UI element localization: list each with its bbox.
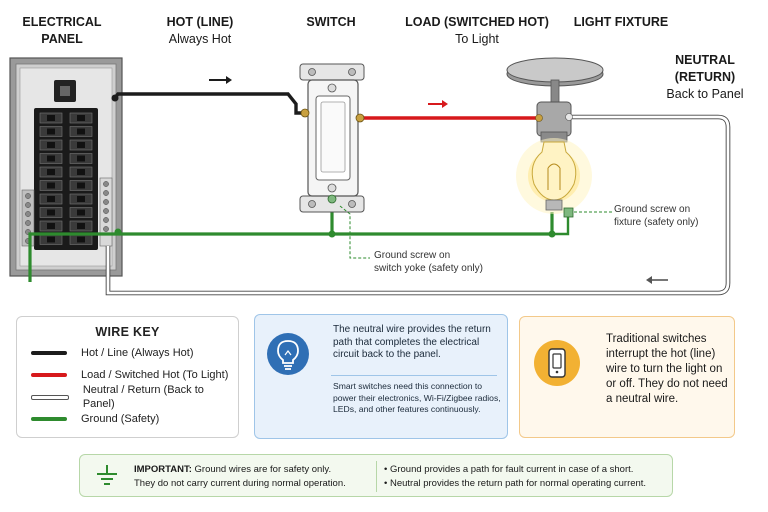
important-label: IMPORTANT:: [134, 464, 192, 475]
wire-key-label-neutral: Neutral / Return (Back to Panel): [82, 384, 204, 410]
wire-key-label-ground: Ground (Safety): [81, 413, 160, 425]
hot-header-title: HOT (LINE): [166, 15, 234, 29]
traditional-switch-text: Traditional switches interrupt the hot (…: [606, 333, 728, 405]
neutral-header: NEUTRAL (RETURN) Back to Panel: [644, 52, 766, 103]
important-line2: They do not carry current during normal …: [134, 477, 346, 489]
fixture-header: LIGHT FIXTURE: [566, 14, 676, 31]
switch-ground-callout: Ground screw on switch yoke (safety only…: [374, 249, 483, 275]
wire-key-item-neutral: Neutral / Return (Back to Panel): [31, 384, 238, 410]
wire-key-label-hot: Hot / Line (Always Hot): [81, 347, 194, 359]
switch-ground-screw: [327, 194, 337, 204]
fixture-ground-callout-line1: Ground screw on: [614, 204, 691, 215]
load-header: LOAD (SWITCHED HOT) To Light: [402, 14, 552, 48]
light-switch: [299, 63, 365, 213]
smart-switch-icon: [534, 340, 580, 386]
important-line1: Ground wires are for safety only.: [191, 464, 332, 475]
neutral-info-divider: [331, 375, 497, 376]
load-direction-arrow: [428, 100, 448, 108]
wire-key-item-hot: Hot / Line (Always Hot): [31, 346, 193, 360]
panel-header: ELECTRICAL PANEL: [14, 14, 110, 48]
ground-symbol-icon: [97, 465, 117, 485]
ground-swatch: [31, 417, 67, 421]
important-note: IMPORTANT: Ground wires are for safety o…: [79, 454, 673, 497]
wire-key-title: WIRE KEY: [95, 325, 160, 339]
important-bullet-1-text: Ground provides a path for fault current…: [389, 464, 634, 475]
switch-line-terminal: [300, 108, 310, 118]
hot-header: HOT (LINE) Always Hot: [150, 14, 250, 48]
fixture-header-title: LIGHT FIXTURE: [573, 15, 669, 29]
neutral-swatch: [31, 394, 69, 400]
load-header-title: LOAD (SWITCHED HOT): [405, 15, 549, 29]
panel-header-line2: PANEL: [41, 32, 83, 46]
important-bullet-2-text: Neutral provides the return path for nor…: [389, 477, 647, 489]
hot-wire: [111, 92, 306, 115]
important-bullets: • Ground provides a path for fault curre…: [384, 463, 672, 490]
fixture-ground-callout-line2: fixture (safety only): [614, 217, 699, 228]
wire-key-item-ground: Ground (Safety): [31, 412, 159, 426]
load-header-sub: To Light: [455, 32, 499, 46]
hot-header-sub: Always Hot: [168, 32, 232, 46]
ground-wire: [28, 212, 554, 282]
wire-key-item-load: Load / Switched Hot (To Light): [31, 368, 228, 382]
ground-bar: [21, 189, 35, 247]
neutral-info-secondary: Smart switches need this connection to p…: [333, 381, 501, 414]
light-fixture: [506, 57, 604, 143]
neutral-info-main: The neutral wire provides the return pat…: [333, 324, 491, 360]
lightbulb-icon: [267, 333, 309, 375]
neutral-direction-arrow: [646, 276, 668, 284]
neutral-header-title: NEUTRAL (RETURN): [674, 53, 736, 84]
neutral-info-panel: The neutral wire provides the return pat…: [254, 314, 508, 439]
switch-header-title: SWITCH: [306, 15, 356, 29]
switch-top-screw: [327, 83, 337, 93]
important-divider: [376, 461, 377, 492]
switch-ground-callout-line2: switch yoke (safety only): [374, 263, 483, 274]
load-swatch: [31, 373, 67, 377]
hot-swatch: [31, 351, 67, 355]
panel-header-line1: ELECTRICAL: [22, 15, 102, 29]
traditional-switch-panel: Traditional switches interrupt the hot (…: [519, 316, 735, 438]
fixture-ground-screw: [563, 207, 574, 218]
important-bullet-2: • Neutral provides the return path for n…: [384, 477, 647, 489]
important-bullet-1: • Ground provides a path for fault curre…: [384, 464, 634, 475]
wire-key-panel: WIRE KEY Hot / Line (Always Hot) Load / …: [16, 316, 239, 438]
switch-header: SWITCH: [296, 14, 366, 31]
switch-ground-callout-line: [339, 205, 370, 259]
important-left-text: IMPORTANT: Ground wires are for safety o…: [134, 463, 374, 490]
wiring-diagram: [9, 57, 731, 296]
electrical-panel: [9, 57, 123, 277]
fixture-ground-callout: Ground screw on fixture (safety only): [614, 203, 698, 229]
switch-load-terminal: [355, 113, 365, 123]
neutral-header-sub: Back to Panel: [666, 87, 744, 101]
light-bulb-icon: [516, 138, 592, 214]
switch-ground-callout-line1: Ground screw on: [374, 250, 451, 261]
hot-direction-arrow: [209, 76, 232, 84]
wire-key-label-load: Load / Switched Hot (To Light): [81, 369, 229, 381]
